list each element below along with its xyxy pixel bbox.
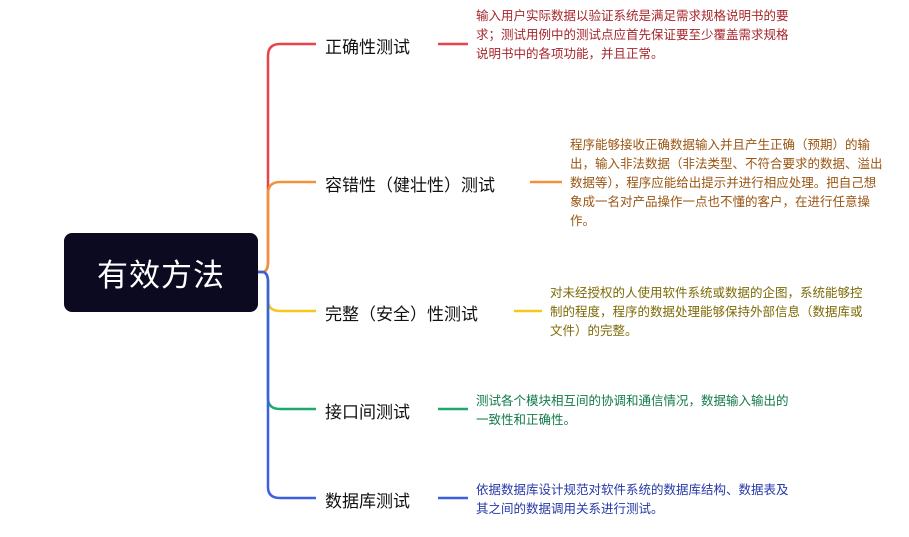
- desc-fault-tolerance: 程序能够接收正确数据输入并且产生正确（预期）的输出，输入非法数据（非法类型、不符…: [570, 137, 883, 228]
- root-node[interactable]: 有效方法: [64, 233, 258, 312]
- branch-node-database[interactable]: 数据库测试: [325, 492, 410, 512]
- desc-database: 依据数据库设计规范对软件系统的数据库结构、数据表及其之间的数据调用关系进行测试。: [476, 482, 789, 516]
- branch-node-integrity[interactable]: 完整（安全）性测试: [325, 305, 478, 325]
- branch-node-correctness[interactable]: 正确性测试: [325, 38, 410, 58]
- connector-root-to-branch-5: [258, 270, 316, 500]
- connector-root-to-branch-1: [258, 42, 316, 274]
- desc-interface: 测试各个模块相互间的协调和通信情况，数据输入输出的一致性和正确性。: [476, 393, 789, 427]
- branch-node-interface[interactable]: 接口间测试: [325, 403, 410, 423]
- connector-root-to-branch-2: [258, 180, 316, 274]
- desc-correctness: 输入用户实际数据以验证系统是满足需求规格说明书的要求；测试用例中的测试点应首先保…: [476, 8, 789, 61]
- branch-node-fault-tolerance[interactable]: 容错性（健壮性）测试: [325, 176, 495, 196]
- connector-root-to-branch-4: [258, 270, 316, 411]
- desc-integrity: 对未经授权的人使用软件系统或数据的企图，系统能够控制的程度，程序的数据处理能够保…: [550, 285, 863, 338]
